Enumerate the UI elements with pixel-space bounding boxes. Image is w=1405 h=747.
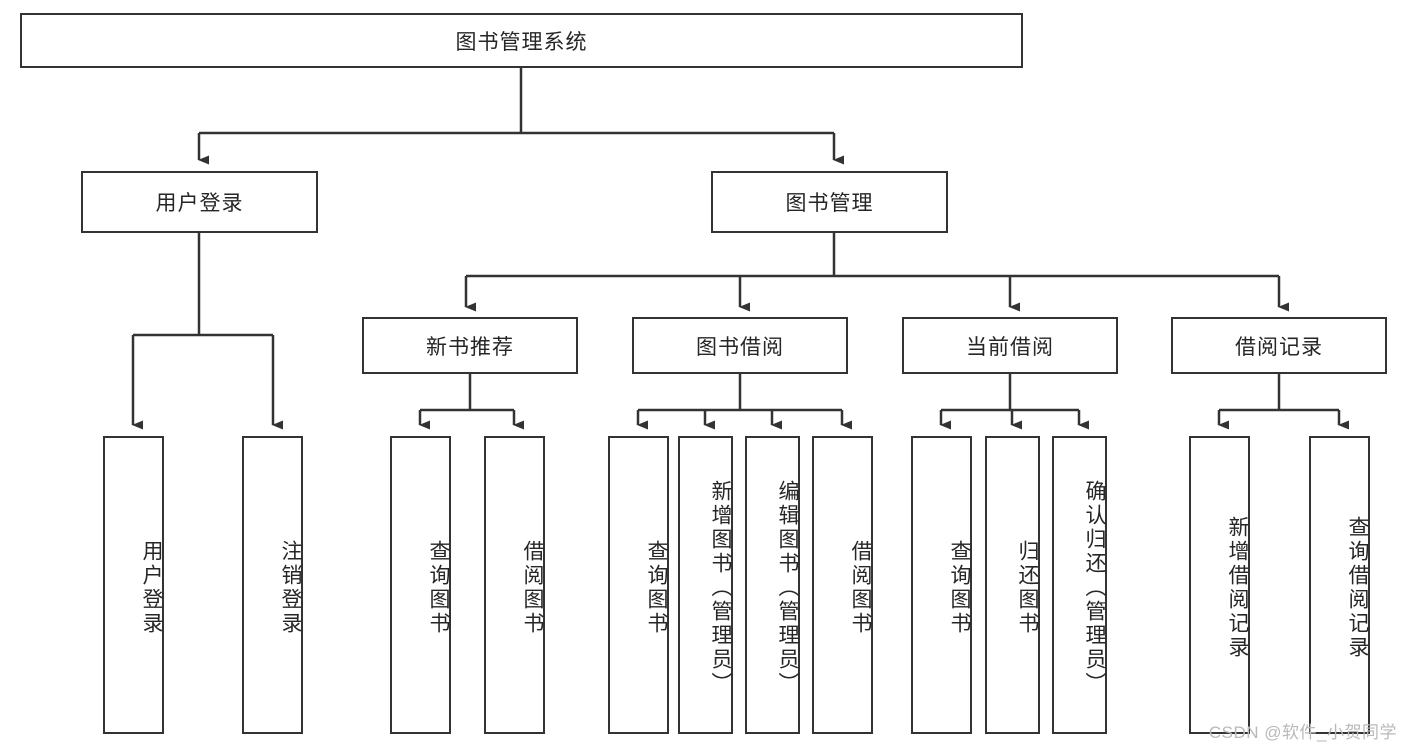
leaf-borrow-book[interactable]: 借阅图书 (812, 436, 873, 734)
node-book-borrow[interactable]: 图书借阅 (632, 317, 848, 374)
node-label: 查询图书 (427, 540, 450, 636)
node-label: 编辑图书（管理员） (776, 480, 799, 696)
node-label: 当前借阅 (966, 335, 1054, 359)
edges-current-borrow-to-leaves (939, 374, 1089, 430)
node-label: 借阅记录 (1235, 335, 1323, 359)
node-label: 归还图书 (1016, 540, 1039, 636)
leaf-borrow-book-recommend[interactable]: 借阅图书 (484, 436, 545, 734)
csdn-watermark: CSDN @软件_小贺同学 (1208, 723, 1397, 742)
node-label: 借阅图书 (521, 540, 544, 636)
edges-book-mgmt-to-level3 (464, 233, 1289, 312)
node-user-login[interactable]: 用户登录 (81, 171, 318, 233)
node-label: 新增图书（管理员） (709, 480, 732, 696)
leaf-query-book-current[interactable]: 查询图书 (911, 436, 972, 734)
edges-borrow-record-to-leaves (1217, 374, 1349, 430)
node-root-system[interactable]: 图书管理系统 (20, 13, 1023, 68)
edges-new-book-to-leaves (418, 374, 524, 430)
leaf-add-book-admin[interactable]: 新增图书（管理员） (678, 436, 733, 734)
leaf-query-book-recommend[interactable]: 查询图书 (390, 436, 451, 734)
node-label: 确认归还（管理员） (1083, 480, 1106, 696)
node-new-book-recommend[interactable]: 新书推荐 (362, 317, 578, 374)
leaf-edit-book-admin[interactable]: 编辑图书（管理员） (745, 436, 800, 734)
leaf-confirm-return-admin[interactable]: 确认归还（管理员） (1052, 436, 1107, 734)
leaf-return-book[interactable]: 归还图书 (985, 436, 1040, 734)
node-label: 借阅图书 (849, 540, 872, 636)
node-label: 注销登录 (279, 540, 302, 636)
leaf-query-book-borrow[interactable]: 查询图书 (608, 436, 669, 734)
node-label: 图书管理 (785, 192, 874, 215)
node-borrow-record[interactable]: 借阅记录 (1171, 317, 1387, 374)
node-label: 图书管理系统 (455, 30, 588, 54)
node-label: 用户登录 (140, 540, 163, 636)
edges-book-borrow-to-leaves (636, 374, 852, 430)
node-label: 查询图书 (948, 540, 971, 636)
node-label: 查询图书 (645, 540, 668, 636)
node-label: 图书借阅 (696, 335, 784, 359)
leaf-user-login[interactable]: 用户登录 (103, 436, 164, 734)
node-label: 新书推荐 (426, 335, 514, 359)
leaf-add-borrow-record[interactable]: 新增借阅记录 (1189, 436, 1250, 734)
leaf-logout[interactable]: 注销登录 (242, 436, 303, 734)
node-current-borrow[interactable]: 当前借阅 (902, 317, 1118, 374)
node-book-management[interactable]: 图书管理 (711, 171, 948, 233)
edges-root-to-level2 (197, 68, 844, 165)
node-label: 查询借阅记录 (1346, 516, 1369, 660)
node-label: 用户登录 (155, 192, 244, 215)
leaf-query-borrow-record[interactable]: 查询借阅记录 (1309, 436, 1370, 734)
edges-user-login-to-leaves (131, 233, 283, 430)
node-label: 新增借阅记录 (1226, 516, 1249, 660)
